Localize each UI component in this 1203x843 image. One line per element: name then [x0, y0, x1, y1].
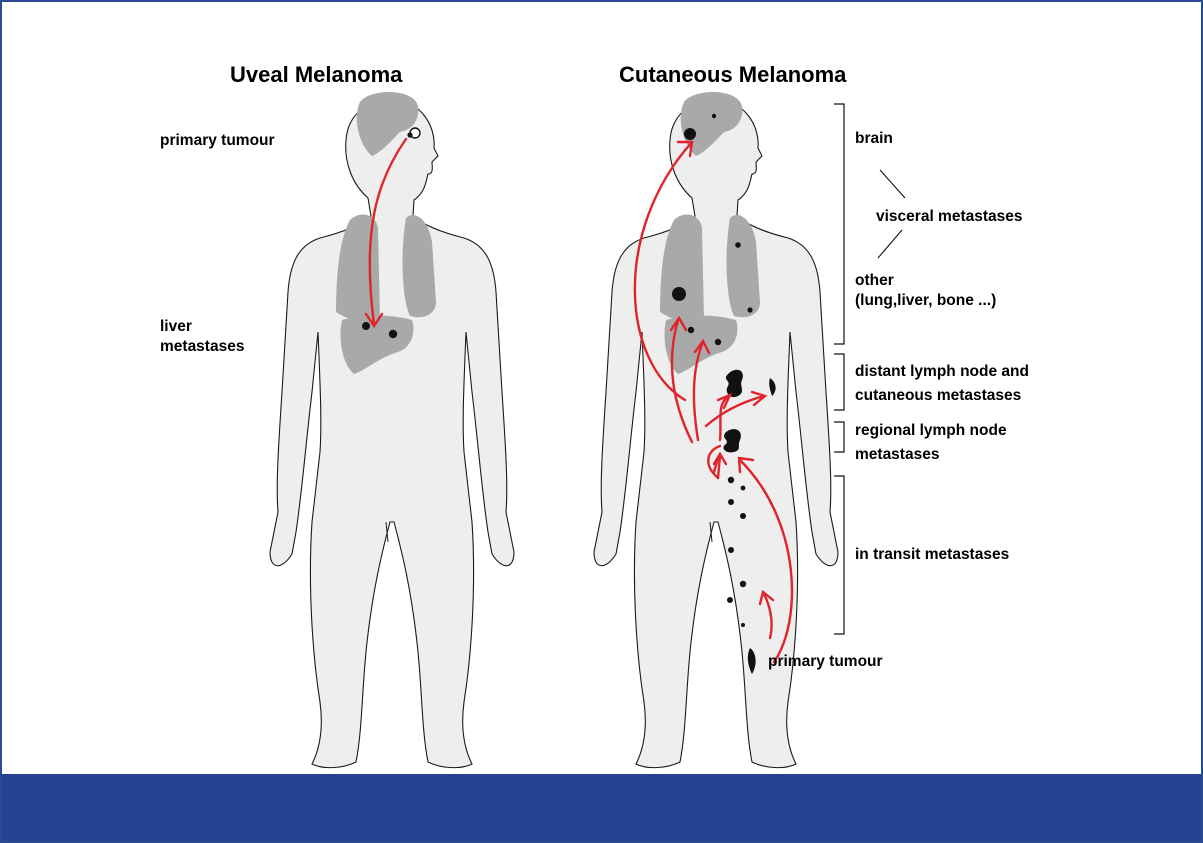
distant-bracket [834, 354, 844, 410]
melanoma-metastasis-diagram: Uveal Melanoma primary tumour liver meta… [2, 2, 1201, 774]
cutaneous-primary-label: primary tumour [768, 653, 883, 670]
lung-met-2 [747, 307, 752, 312]
in-transit-label: in transit metastases [855, 546, 1009, 563]
brain-met-large [684, 128, 696, 140]
uveal-liver-label-1: liver [160, 318, 192, 335]
brain-label: brain [855, 130, 893, 147]
uveal-title: Uveal Melanoma [230, 62, 403, 87]
regional-bracket [834, 422, 844, 452]
uveal-body-outline [270, 100, 514, 768]
in-transit-met-5 [728, 547, 734, 553]
distant-label-1: distant lymph node and [855, 363, 1029, 380]
in-transit-met-1 [728, 477, 734, 483]
uveal-eye-pupil [407, 132, 412, 137]
visceral-bracket [834, 104, 844, 344]
uveal-liver-met-1 [362, 322, 370, 330]
in-transit-met-4 [740, 513, 746, 519]
lung-met-1 [735, 242, 741, 248]
uveal-body-figure [270, 92, 514, 768]
lung-met-large [672, 287, 686, 301]
brain-connector-line [880, 170, 905, 198]
in-transit-met-3 [728, 499, 734, 505]
in-transit-met-2 [741, 486, 746, 491]
cutaneous-title: Cutaneous Melanoma [619, 62, 847, 87]
uveal-primary-label: primary tumour [160, 132, 275, 149]
footer-band [2, 774, 1201, 841]
other-connector-line [878, 230, 902, 258]
in-transit-met-7 [727, 597, 733, 603]
in-transit-met-6 [740, 581, 746, 587]
liver-met-1 [688, 327, 694, 333]
other-label-1: other [855, 272, 894, 289]
other-label-2: (lung,liver, bone ...) [855, 292, 996, 309]
cutaneous-left-lung [660, 214, 704, 322]
uveal-liver-met-2 [389, 330, 397, 338]
in-transit-met-8 [741, 623, 745, 627]
regional-label-2: metastases [855, 446, 939, 463]
visceral-label: visceral metastases [876, 208, 1023, 225]
uveal-left-lung [336, 214, 380, 322]
uveal-liver-label-2: metastases [160, 338, 244, 355]
liver-met-2 [715, 339, 721, 345]
regional-label-1: regional lymph node [855, 422, 1007, 439]
distant-label-2: cutaneous metastases [855, 387, 1021, 404]
brain-met-small [712, 114, 716, 118]
